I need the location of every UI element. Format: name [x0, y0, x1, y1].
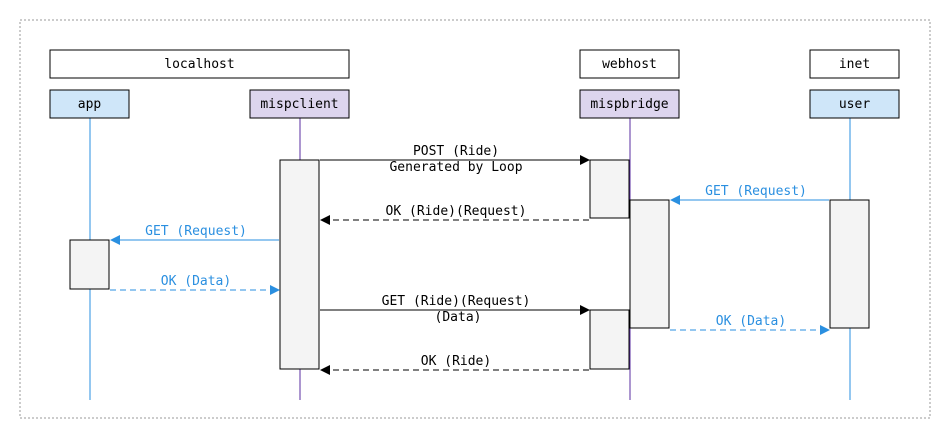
message-ok-data-app: OK (Data) — [110, 274, 280, 295]
message-get-request-app-label: GET (Request) — [145, 224, 247, 239]
diagram-frame — [19, 19, 931, 419]
participant-mispbridge: mispbridge — [579, 89, 680, 119]
message-get-request-user-label: GET (Request) — [705, 184, 807, 199]
group-inet-label: inet — [839, 57, 870, 72]
message-get-ride-request-label: GET (Ride)(Request) — [382, 294, 531, 309]
message-post-ride: POST (Ride) Generated by Loop — [320, 144, 590, 175]
message-post-ride-note: Generated by Loop — [389, 160, 522, 175]
participant-mispclient-label: mispclient — [260, 97, 338, 112]
activation-mispclient — [279, 159, 320, 370]
group-localhost-label: localhost — [164, 57, 234, 72]
message-ok-ride-request: OK (Ride)(Request) — [320, 204, 589, 225]
message-ok-data-user-label: OK (Data) — [716, 314, 786, 329]
group-webhost-label: webhost — [602, 57, 657, 72]
participant-user-label: user — [839, 97, 870, 112]
participant-mispbridge-label: mispbridge — [590, 97, 668, 112]
message-get-request-app: GET (Request) — [110, 224, 279, 245]
message-get-ride-request: GET (Ride)(Request) (Data) — [320, 294, 590, 325]
activation-app — [69, 239, 110, 290]
group-webhost: webhost — [579, 49, 680, 79]
activation-mispbridge-1 — [589, 159, 630, 219]
message-ok-ride-request-label: OK (Ride)(Request) — [386, 204, 527, 219]
message-ok-data-app-label: OK (Data) — [161, 274, 231, 289]
message-ok-ride: OK (Ride) — [320, 354, 589, 375]
participant-app-label: app — [78, 97, 102, 112]
message-post-ride-label: POST (Ride) — [413, 144, 499, 159]
participant-user: user — [809, 89, 900, 119]
message-ok-data-user: OK (Data) — [670, 314, 830, 335]
message-get-ride-request-data: (Data) — [435, 310, 482, 325]
participant-mispclient: mispclient — [249, 89, 350, 119]
message-ok-ride-label: OK (Ride) — [421, 354, 491, 369]
group-localhost: localhost — [49, 49, 350, 79]
group-inet: inet — [809, 49, 900, 79]
activation-mispbridge-2 — [629, 199, 670, 329]
message-get-request-user: GET (Request) — [670, 184, 829, 205]
activation-user — [829, 199, 870, 329]
activation-mispbridge-3 — [589, 309, 630, 370]
participant-app: app — [49, 89, 130, 119]
